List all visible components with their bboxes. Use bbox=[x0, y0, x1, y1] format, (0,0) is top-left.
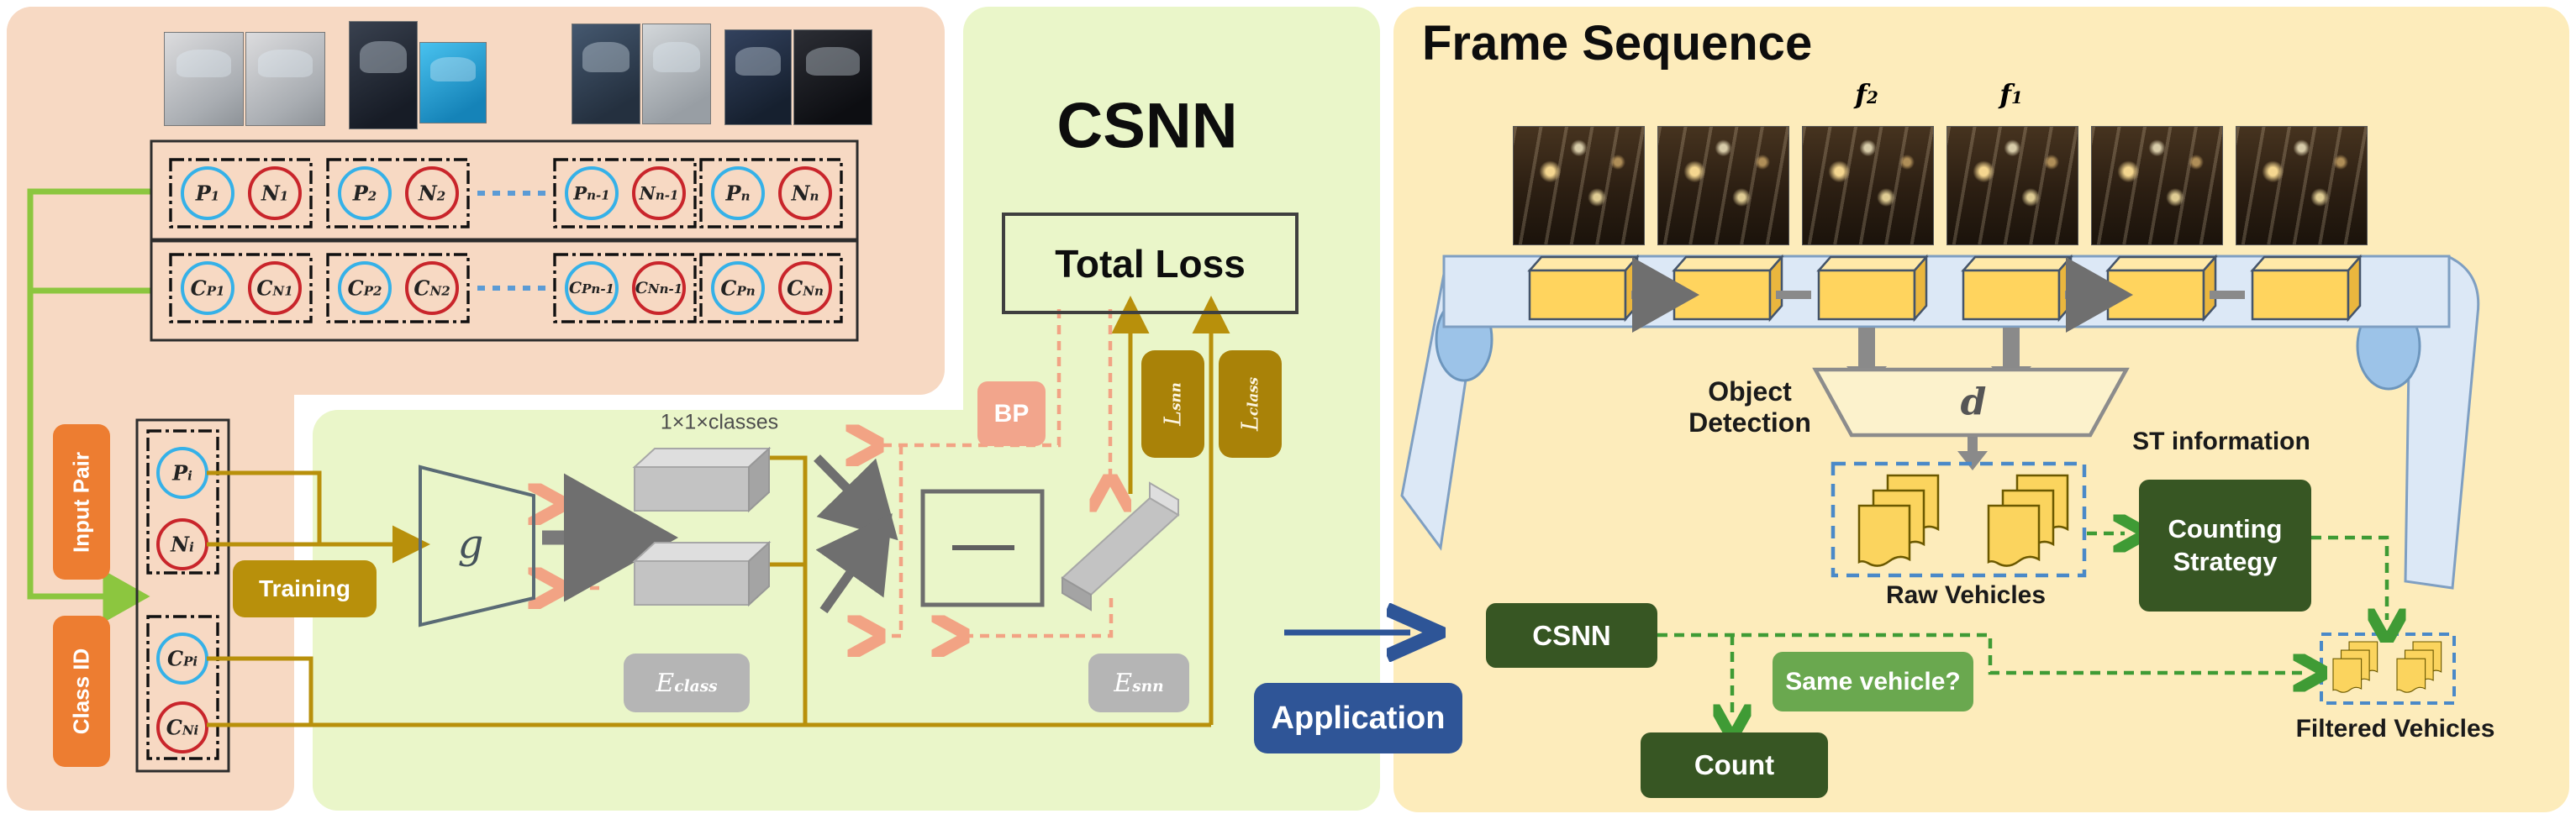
csnn-title: CSNN bbox=[1056, 90, 1238, 162]
l-snn-box: Lsnn bbox=[1141, 350, 1204, 458]
l-class-label: Lclass bbox=[1237, 376, 1263, 432]
ellipsis-dashes bbox=[477, 191, 548, 291]
class-id-tab: Class ID bbox=[53, 616, 110, 767]
circle-label-cpn-1: CPn-1 bbox=[569, 279, 614, 297]
conv-dims-label: 1×1×classes bbox=[660, 410, 779, 434]
f1-label: f1 bbox=[1999, 78, 2023, 110]
feature-bar-1 bbox=[632, 446, 772, 513]
feature-bar-2 bbox=[632, 540, 772, 607]
gold-wires bbox=[207, 296, 1230, 727]
total-loss-label: Total Loss bbox=[1055, 241, 1246, 286]
count-label: Count bbox=[1694, 749, 1775, 780]
sample-rows bbox=[150, 139, 859, 342]
traffic-frame-5 bbox=[2091, 126, 2223, 245]
input-pair-tab: Input Pair bbox=[53, 424, 110, 580]
circle-label-cn2: CN2 bbox=[414, 276, 450, 301]
same-vehicle-label: Same vehicle? bbox=[1785, 667, 1961, 696]
circle-label-cnn: CNn bbox=[787, 276, 824, 301]
same-vehicle-box: Same vehicle? bbox=[1773, 652, 1973, 711]
circle-label-cpi: CPi bbox=[166, 646, 198, 671]
circle-label-ni: Ni bbox=[171, 532, 194, 557]
car-image-positive-n1 bbox=[572, 24, 640, 124]
car-image-negative-2 bbox=[419, 42, 487, 123]
circle-label-n2: N2 bbox=[418, 181, 446, 206]
minus-box bbox=[920, 489, 1045, 607]
circle-label-cnn-1: CNn-1 bbox=[635, 279, 683, 297]
application-label: Application bbox=[1271, 700, 1446, 736]
circle-label-p2: P2 bbox=[352, 181, 377, 206]
filtered-vehicle-pages bbox=[2332, 641, 2442, 693]
raw-vehicle-pages bbox=[1857, 474, 2069, 567]
e-class-label: Eclass bbox=[656, 668, 718, 698]
l-snn-label: Lsnn bbox=[1160, 382, 1186, 426]
belt-frame-boxes bbox=[1527, 254, 2363, 323]
circle-label-cp2: CP2 bbox=[347, 276, 382, 301]
raw-vehicles-label: Raw Vehicles bbox=[1885, 581, 2047, 609]
traffic-frame-1 bbox=[1513, 126, 1645, 245]
e-snn-box: Esnn bbox=[1088, 654, 1189, 712]
l-class-box: Lclass bbox=[1219, 350, 1282, 458]
circle-label-pn: Pn bbox=[725, 181, 751, 206]
raw-vehicles-box bbox=[1831, 461, 2087, 578]
traffic-frame-2 bbox=[1657, 126, 1789, 245]
circle-label-pi: Pi bbox=[172, 460, 192, 486]
frame-sequence-title: Frame Sequence bbox=[1422, 16, 1813, 71]
detector-output-arrow bbox=[1957, 437, 1988, 470]
filtered-vehicles-label: Filtered Vehicles bbox=[2295, 715, 2495, 743]
bp-label: BP bbox=[993, 399, 1030, 428]
car-image-negative-n bbox=[793, 29, 872, 125]
g-network-trapezoid bbox=[419, 465, 535, 627]
car-image-positive-n bbox=[724, 29, 792, 125]
total-loss-box: Total Loss bbox=[1002, 213, 1299, 314]
circle-label-n1: N1 bbox=[261, 181, 289, 206]
car-image-positive-1 bbox=[164, 32, 244, 126]
circle-label-pn-1: Pn-1 bbox=[573, 182, 610, 204]
circle-label-cpn: CPn bbox=[720, 276, 756, 301]
filtered-vehicles-box bbox=[2320, 633, 2456, 705]
application-flow-dashes bbox=[1657, 533, 2387, 716]
detector-d-label: d bbox=[1960, 381, 1987, 424]
application-box: Application bbox=[1254, 683, 1462, 753]
f2-label: f2 bbox=[1855, 78, 1878, 110]
car-image-negative-1 bbox=[245, 32, 325, 126]
circle-label-cni: CNi bbox=[166, 715, 199, 740]
traffic-frame-4 bbox=[1946, 126, 2078, 245]
input-pair-label: Input Pair bbox=[68, 451, 94, 553]
csnn-application-box: CSNN bbox=[1486, 603, 1657, 668]
detector-trapezoid bbox=[1812, 367, 2130, 438]
traffic-frame-6 bbox=[2236, 126, 2368, 245]
object-detection-label: Object Detection bbox=[1688, 376, 1811, 438]
circle-label-nn-1: Nn-1 bbox=[639, 182, 679, 204]
difference-bar bbox=[1061, 481, 1180, 612]
training-label: Training bbox=[259, 575, 350, 601]
input-bracket-lines bbox=[27, 188, 151, 623]
training-box: Training bbox=[233, 560, 377, 617]
traffic-frame-3 bbox=[1802, 126, 1934, 245]
car-image-positive-2 bbox=[349, 21, 418, 129]
csnn-application-label: CSNN bbox=[1532, 619, 1611, 651]
bp-box: BP bbox=[977, 381, 1046, 446]
compare-arrows bbox=[814, 454, 898, 614]
circle-label-cn1: CN1 bbox=[256, 276, 293, 301]
g-label: g bbox=[457, 521, 484, 568]
e-snn-label: Esnn bbox=[1114, 668, 1164, 698]
circle-label-nn: Nn bbox=[791, 181, 819, 206]
e-class-box: Eclass bbox=[624, 654, 750, 712]
class-id-label: Class ID bbox=[68, 648, 94, 735]
circle-label-cp1: CP1 bbox=[190, 276, 225, 301]
circle-label-p1: P1 bbox=[195, 181, 220, 206]
st-information-label: ST information bbox=[2132, 428, 2310, 455]
count-box: Count bbox=[1641, 732, 1828, 798]
car-image-negative-n1 bbox=[642, 24, 711, 124]
